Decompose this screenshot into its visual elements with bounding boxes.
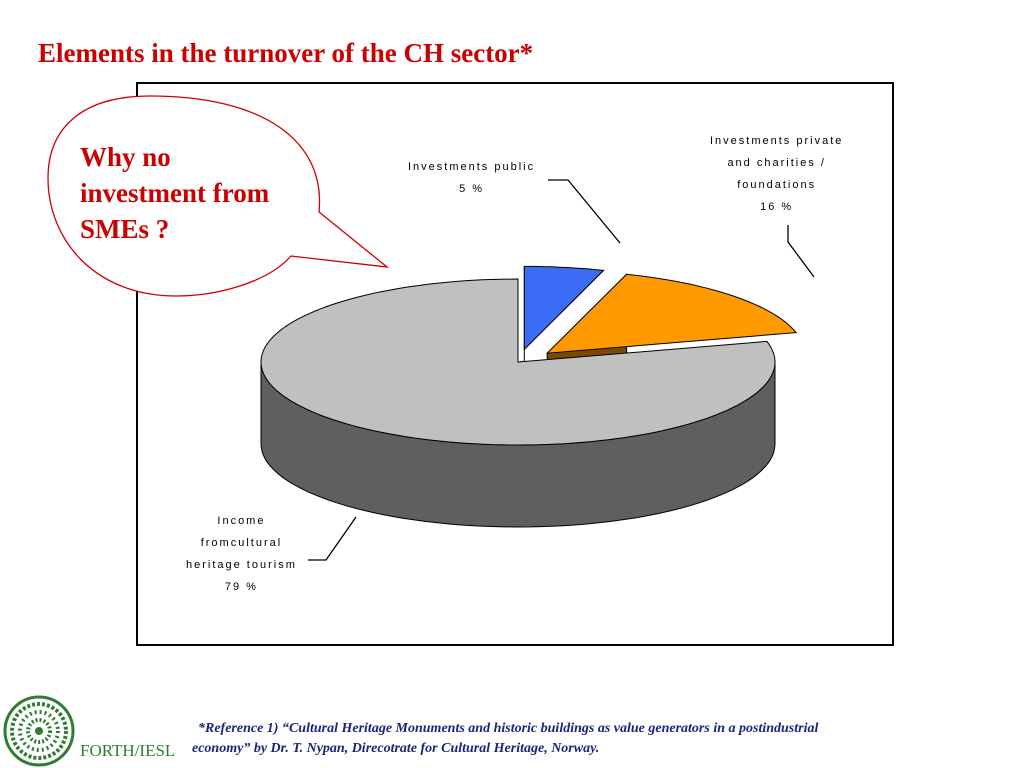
pie-top-public [523,265,605,351]
slice-label-private-name-1: Investments private [710,135,844,147]
footnote-line-1: *Reference 1) “Cultural Heritage Monumen… [198,721,819,736]
forth-logo [3,695,75,767]
speech-bubble [47,95,390,297]
slice-label-private: Investments private and charities / foun… [710,130,843,218]
slice-label-income: Income fromcultural heritage tourism 79 … [186,510,297,598]
callout-line-2: investment from [80,178,270,208]
slice-label-public: Investments public 5 % [408,156,535,200]
slice-label-private-name-3: foundations [737,179,817,191]
pie-chart [260,179,815,561]
slide-title: Elements in the turnover of the CH secto… [38,38,534,68]
footnote-line-2: economy” by Dr. T. Nypan, Direcotrate fo… [192,741,600,756]
callout-text: Why no investment from SMEs ? [80,139,269,247]
footnote: *Reference 1) “Cultural Heritage Monumen… [192,719,992,759]
leader-line-private [787,225,815,278]
callout-line-1: Why no [80,142,171,172]
slice-label-income-name-3: heritage tourism [186,559,297,571]
speech-bubble-outline [47,95,390,297]
pie-top-income [260,278,776,446]
slice-label-income-name-1: Income [217,515,266,527]
chart-frame: Investments public 5 % Investments priva… [136,82,894,646]
slice-label-public-name: Investments public [408,161,536,173]
slice-label-public-value: 5 % [459,183,485,195]
slice-label-private-value: 16 % [760,201,794,213]
leader-line-public [548,179,621,244]
slice-label-income-value: 79 % [224,581,258,593]
slice-label-private-name-2: and charities / [727,157,826,169]
slice-label-income-name-2: fromcultural [200,537,283,549]
pie-top-private [545,273,798,354]
leader-line-income [308,516,357,561]
logo-text: FORTH/IESL [80,741,176,760]
pie-slice-income [260,278,776,528]
callout-line-3: SMEs ? [80,214,170,244]
